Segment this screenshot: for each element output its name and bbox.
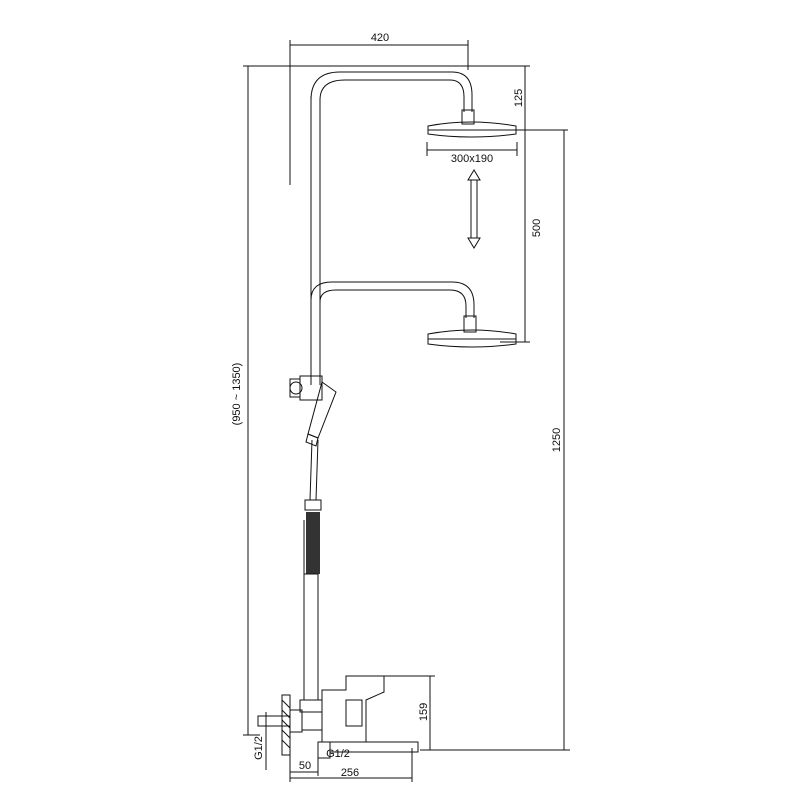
- height-adjust-arrow-icon: [467, 169, 481, 249]
- dim-head-size: 300x190: [451, 153, 493, 165]
- upper-shower-arm: [310, 71, 473, 112]
- hose: [304, 439, 322, 575]
- dimension-labels: 420 125 300x190 500 (950 ~ 1350) 1250 15…: [231, 32, 563, 779]
- dim-top-width: 420: [371, 32, 389, 44]
- dim-wall-offset: 50: [299, 760, 311, 772]
- dim-inlet-right: G1/2: [326, 748, 350, 760]
- wall-section: [281, 694, 291, 756]
- dim-inlet-left: G1/2: [253, 736, 265, 760]
- upper-shower-head: [427, 109, 517, 138]
- slide-bracket: [289, 375, 323, 401]
- lower-shower-arm: [310, 281, 475, 385]
- dim-height-adjust: 500: [531, 219, 543, 237]
- dim-mixer-height: 159: [418, 703, 430, 721]
- hand-shower: [305, 381, 337, 447]
- dim-overall-height: 1250: [551, 428, 563, 452]
- dim-arm-drop: 125: [513, 89, 525, 107]
- dim-total-height-range: (950 ~ 1350): [231, 363, 243, 426]
- lower-shower-head: [427, 315, 517, 348]
- dim-spout-length: 256: [341, 767, 359, 779]
- mixer-body: [257, 675, 419, 759]
- dimension-lines: [243, 40, 570, 782]
